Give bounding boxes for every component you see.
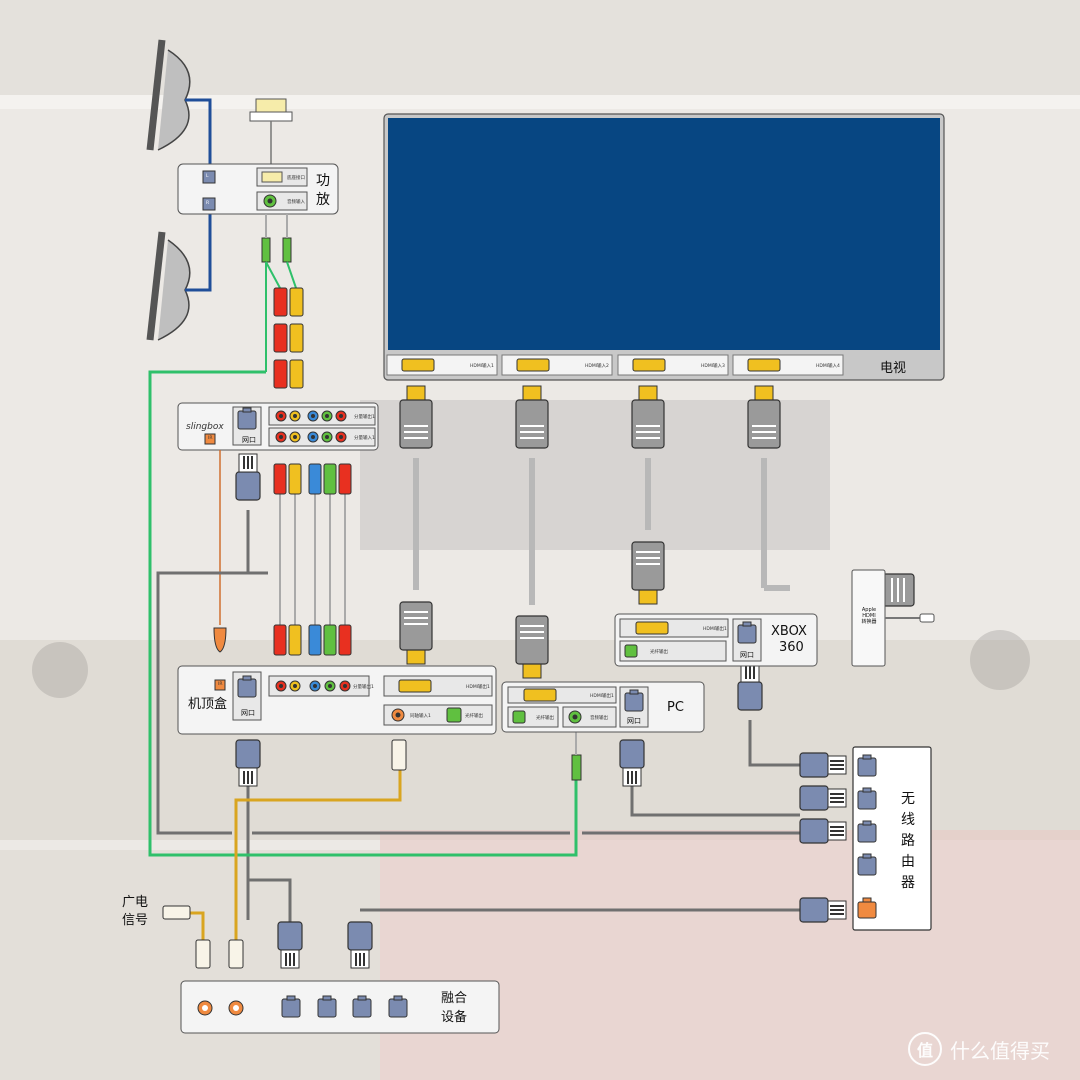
tv-hdmi-2-label: HDMI输入2 xyxy=(585,364,609,369)
slingbox xyxy=(177,402,379,451)
xbox-label-line2: 360 xyxy=(779,640,804,655)
wireless-router xyxy=(852,746,932,931)
stb-coax-in-label: 同轴输入1 xyxy=(410,714,431,719)
watermark-icon: 值 xyxy=(908,1032,942,1066)
rca-cable-stack xyxy=(273,287,304,389)
stb-ir-label: IR xyxy=(218,682,223,687)
component-cables xyxy=(273,463,352,656)
xbox-360 xyxy=(614,613,818,667)
pc-lan-label: 网口 xyxy=(627,717,641,725)
pc-label: PC xyxy=(667,700,684,715)
network-cables xyxy=(156,510,800,925)
stb-label: 机顶盒 xyxy=(188,697,228,712)
slingbox-comp-in-label: 分量输入1 xyxy=(354,436,375,441)
apple-adapter-label: Apple HDMI 转换器 xyxy=(861,607,877,625)
fusion-device-label: 融合 设备 xyxy=(441,991,468,1025)
tv xyxy=(383,113,945,381)
stb-optical-out-label: 光纤输出 xyxy=(465,714,483,719)
apple-hdmi-adapter xyxy=(851,569,935,667)
xbox-hdmi-out-label: HDMI输出1 xyxy=(703,627,727,632)
xbox-label-line1: XBOX xyxy=(771,624,807,639)
router-label: 无 线 路 由 器 xyxy=(901,791,915,891)
tv-hdmi-1-label: HDMI输入1 xyxy=(470,364,494,369)
amp-dock-port-label: 底座接口 xyxy=(287,176,305,181)
stb-comp-out-label: 分量输出1 xyxy=(353,685,374,690)
stb-lan-label: 网口 xyxy=(241,709,255,717)
broadcast-signal-label: 广电 信号 xyxy=(122,895,149,928)
slingbox-comp-out-label: 分量输出1 xyxy=(354,415,375,420)
coax-cables xyxy=(190,770,402,940)
slingbox-ir-label: IR xyxy=(208,436,213,441)
pc-audio-out-label: 音频输出 xyxy=(590,716,608,721)
fusion-device xyxy=(180,980,500,1034)
tv-hdmi-3-label: HDMI输入3 xyxy=(701,364,725,369)
tv-hdmi-4-label: HDMI输入4 xyxy=(816,364,840,369)
xbox-optical-out-label: 光纤输出 xyxy=(650,650,668,655)
pc xyxy=(501,681,705,733)
amplifier xyxy=(177,163,339,215)
slingbox-logo: slingbox xyxy=(186,422,224,432)
stb-hdmi-out-label: HDMI输出1 xyxy=(466,685,490,690)
pc-hdmi-out-label: HDMI输出1 xyxy=(590,694,614,699)
watermark: 值 什么值得买 xyxy=(908,1032,1050,1066)
amplifier-label: 功放 xyxy=(316,173,330,208)
xbox-lan-label: 网口 xyxy=(740,651,754,659)
watermark-text: 什么值得买 xyxy=(950,1038,1050,1063)
slingbox-lan-label: 网口 xyxy=(242,436,256,444)
green-audio-cable xyxy=(148,370,578,857)
amp-audio-in-label: 音频输入 xyxy=(287,200,305,205)
hdmi-cables xyxy=(399,385,915,679)
pc-optical-out-label: 光纤输出 xyxy=(536,716,554,721)
set-top-box xyxy=(177,665,497,735)
speaker-left xyxy=(146,39,212,168)
tv-label: 电视 xyxy=(880,361,907,376)
speaker-right xyxy=(146,210,212,341)
